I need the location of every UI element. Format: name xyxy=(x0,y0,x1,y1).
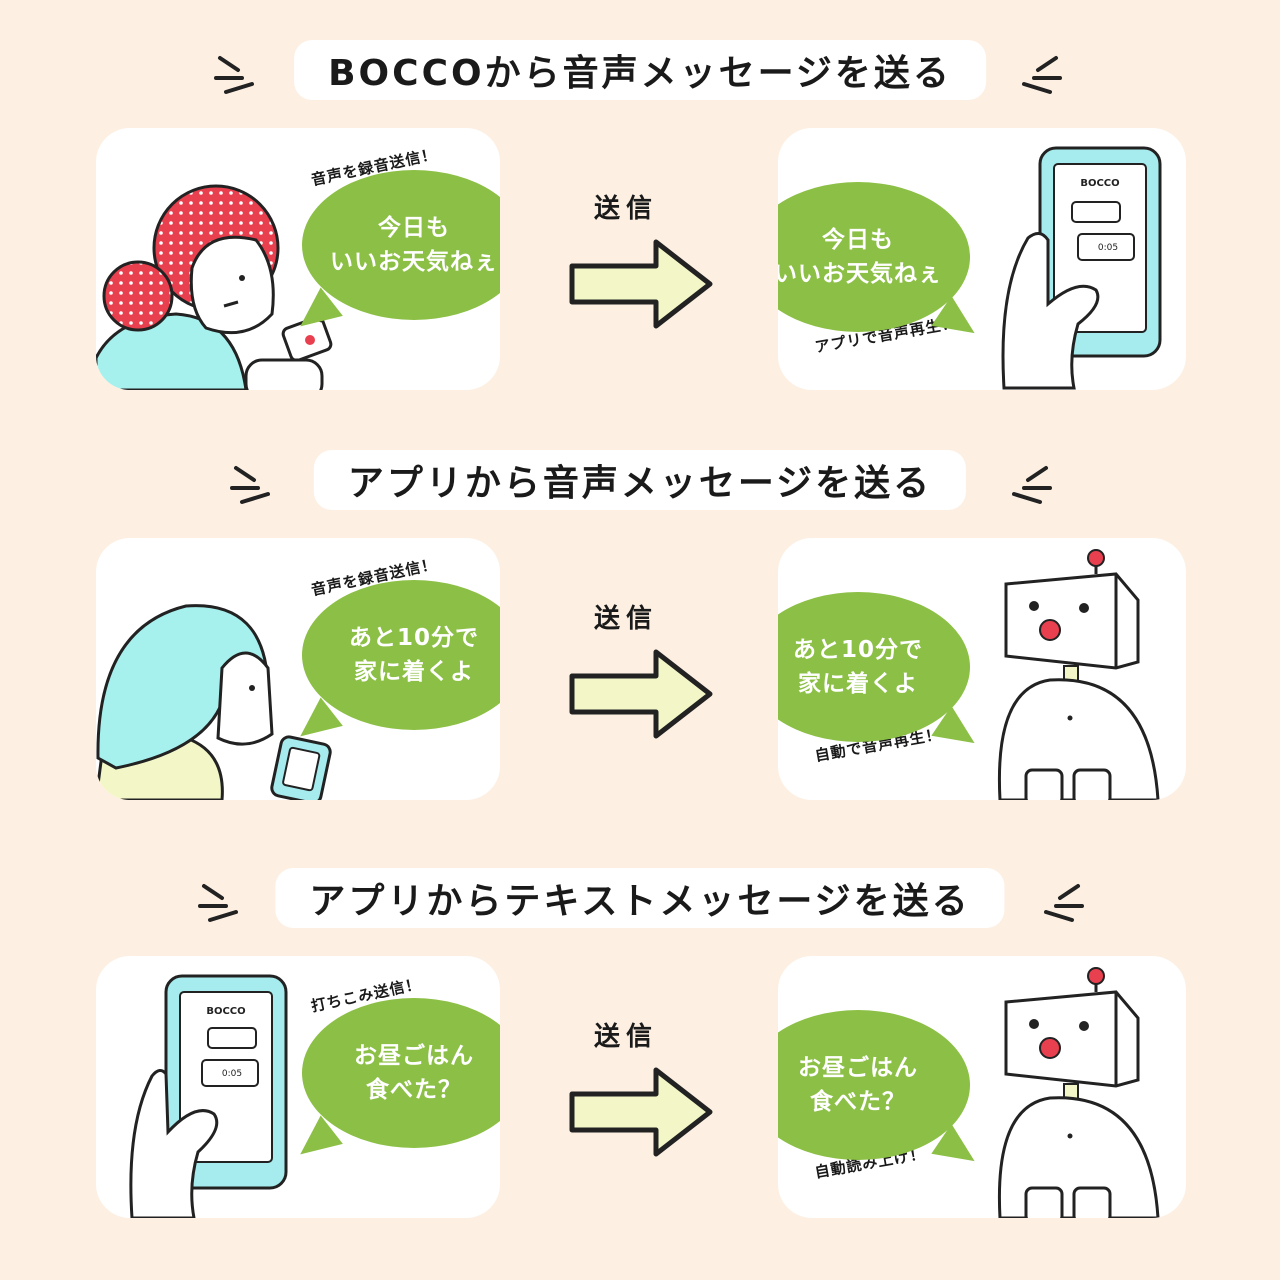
bubble-line: 食べた？ xyxy=(366,1077,462,1103)
send-label: 送信 xyxy=(594,1022,659,1052)
speech-bubble: あと10分で 家に着くよ xyxy=(289,580,500,751)
receiver-panel: 自動で音声再生！ あと10分で 家に着くよ xyxy=(778,538,1186,800)
phone-header-text: BOCCO xyxy=(206,1006,245,1017)
bubble-line: お昼ごはん xyxy=(798,1055,918,1081)
bubble-line: お昼ごはん xyxy=(354,1043,474,1069)
small-robot-icon xyxy=(244,302,333,390)
emphasis-lines-icon xyxy=(1044,884,1084,922)
section-title: アプリから音声メッセージを送る xyxy=(313,450,967,510)
emphasis-lines-icon xyxy=(1012,466,1052,504)
bocco-robot-illustration xyxy=(997,967,1160,1218)
send-label: 送信 xyxy=(594,604,659,634)
phone-time-text: 0:05 xyxy=(1098,243,1118,253)
speech-bubble: 今日も いいお天気ねぇ xyxy=(778,182,985,349)
section-bocco-voice: BOCCOから音声メッセージを送る xyxy=(0,40,1280,440)
bubble-line: あと10分で xyxy=(792,637,923,663)
sender-panel: BOCCO 0:05 打ちこみ送信！ お昼ごはん 食べた？ xyxy=(96,956,500,1218)
bubble-line: あと10分で xyxy=(348,625,479,651)
phone-header-text: BOCCO xyxy=(1080,178,1119,189)
right-arrow-icon xyxy=(569,649,713,739)
bubble-line: 今日も xyxy=(822,227,894,253)
speech-bubble: お昼ごはん 食べた？ xyxy=(778,1010,985,1177)
bocco-robot-illustration xyxy=(997,549,1160,800)
emphasis-lines-icon xyxy=(214,56,254,94)
phone-time-text: 0:05 xyxy=(222,1069,242,1079)
receiver-panel: BOCCO 0:05 アプリで音声再生！ 今日も いいお天気ねぇ xyxy=(778,128,1186,390)
bubble-line: 家に着くよ xyxy=(798,671,918,697)
send-label: 送信 xyxy=(594,194,659,224)
right-arrow-icon xyxy=(569,239,713,329)
sender-panel: 音声を録音送信！ あと10分で 家に着くよ xyxy=(96,538,500,800)
section-app-text: アプリからテキストメッセージを送る BOCCO 0:05 打ちこみ送信！ お昼ご… xyxy=(0,868,1280,1268)
receiver-panel: 自動読み上げ！ お昼ごはん 食べた？ xyxy=(778,956,1186,1218)
hand-typing-on-phone-illustration: BOCCO 0:05 xyxy=(129,974,288,1218)
speech-bubble: あと10分で 家に着くよ xyxy=(778,592,985,759)
right-arrow-icon xyxy=(569,1067,713,1157)
speech-bubble: お昼ごはん 食べた？ xyxy=(289,998,500,1169)
bubble-line: いいお天気ねぇ xyxy=(330,249,498,275)
emphasis-lines-icon xyxy=(230,466,270,504)
bubble-line: いいお天気ねぇ xyxy=(778,261,942,287)
section-title: アプリからテキストメッセージを送る xyxy=(275,868,1005,928)
bubble-line: 家に着くよ xyxy=(354,659,474,685)
phone-in-hand-icon xyxy=(270,735,332,800)
woman-with-robot-illustration xyxy=(96,184,333,390)
bubble-line: 食べた？ xyxy=(810,1089,906,1115)
sender-panel: 音声を録音送信！ 今日も いいお天気ねぇ xyxy=(96,128,500,390)
speech-bubble: 今日も いいお天気ねぇ xyxy=(289,170,500,341)
hand-holding-phone-illustration: BOCCO 0:05 xyxy=(1001,146,1162,390)
section-title: BOCCOから音声メッセージを送る xyxy=(294,40,986,100)
woman-with-phone-illustration xyxy=(96,604,332,800)
section-app-voice: アプリから音声メッセージを送る 音声を録音送信！ あと10分で 家に着くよ 送信 xyxy=(0,450,1280,850)
bubble-line: 今日も xyxy=(378,215,450,241)
emphasis-lines-icon xyxy=(1022,56,1062,94)
emphasis-lines-icon xyxy=(198,884,238,922)
